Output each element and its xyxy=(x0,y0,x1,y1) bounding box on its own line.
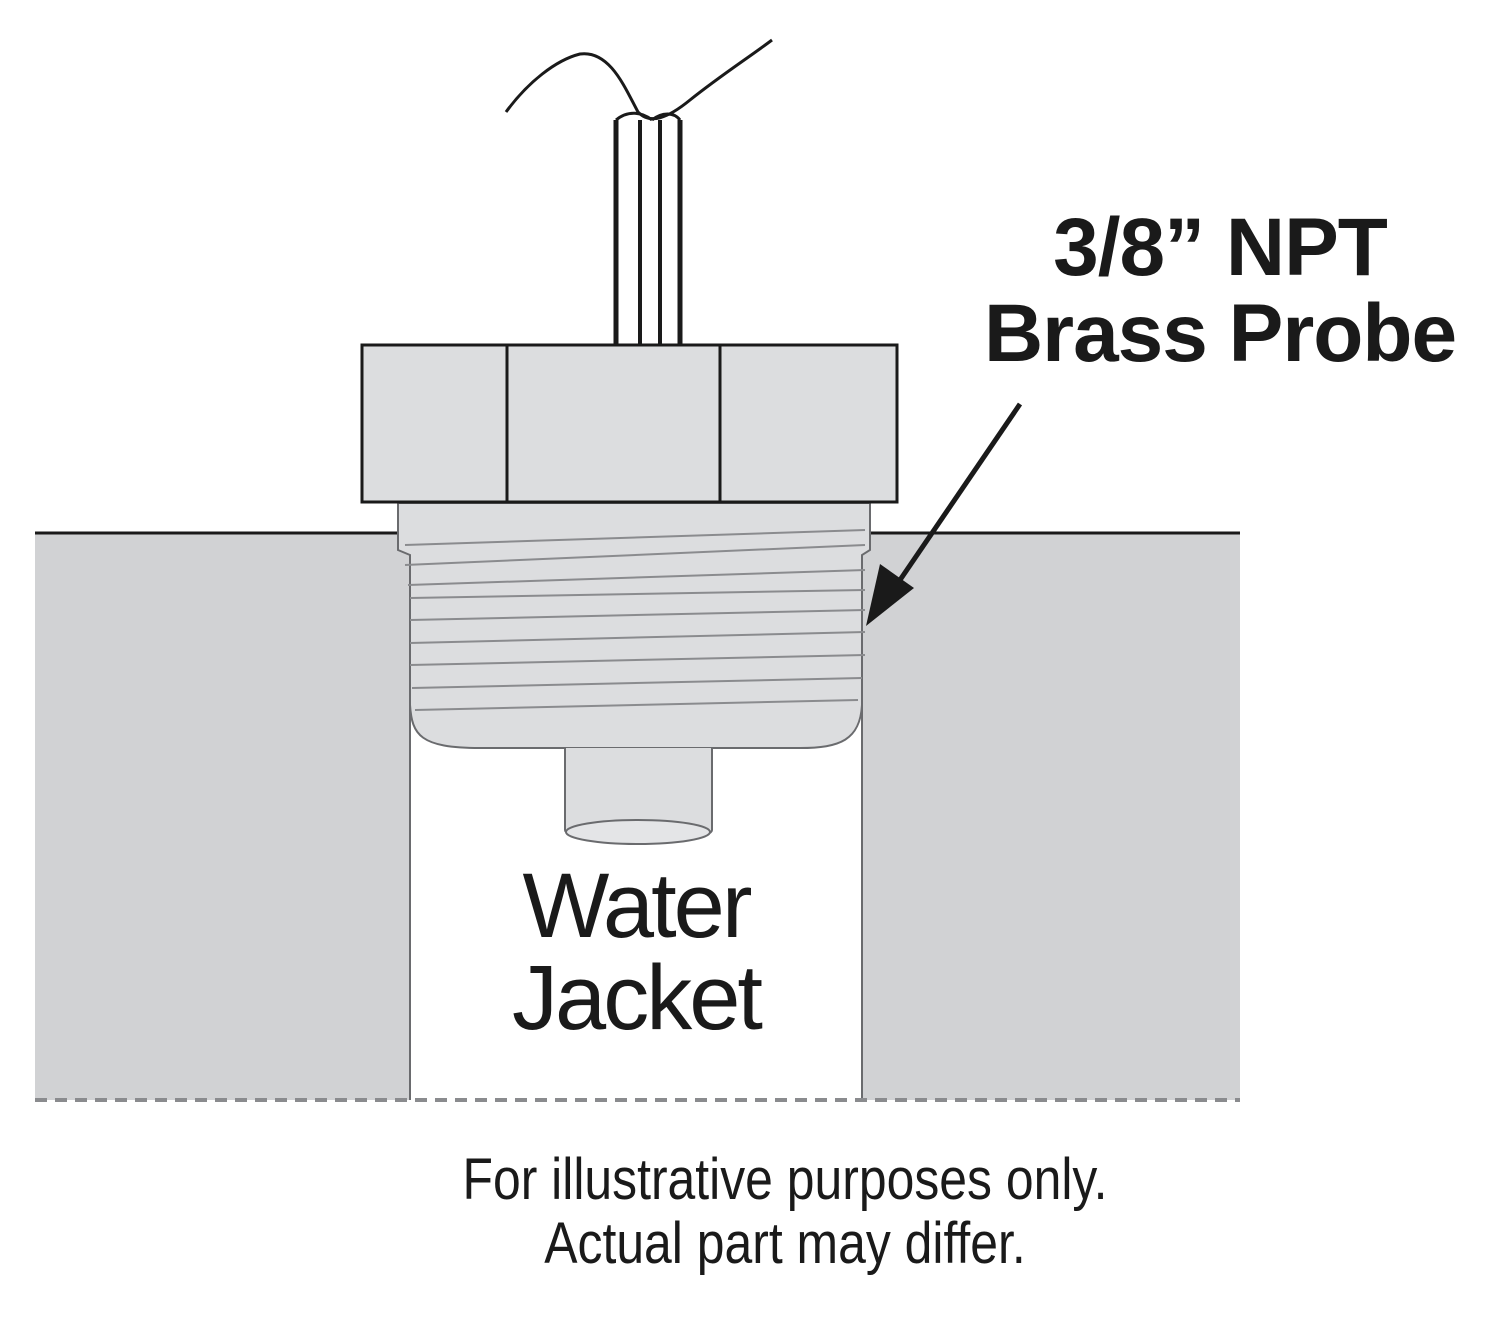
jacket-wall-left xyxy=(35,533,410,1100)
disclaimer-line-2: Actual part may differ. xyxy=(544,1211,1026,1276)
probe-sensor-tip-end xyxy=(565,819,711,845)
callout-arrowhead xyxy=(866,564,914,626)
disclaimer-note: For illustrative purposes only. Actual p… xyxy=(299,1148,1271,1276)
probe-label-line-1: 3/8” NPT xyxy=(1053,202,1388,293)
probe-label-line-2: Brass Probe xyxy=(983,288,1457,379)
probe-callout-label: 3/8” NPT Brass Probe xyxy=(950,205,1490,377)
jacket-label-line-1: Water xyxy=(522,855,753,957)
probe-hex-nut xyxy=(360,343,899,504)
jacket-wall-right xyxy=(862,533,1240,1100)
probe-wires xyxy=(504,38,773,345)
probe-threaded-body xyxy=(397,502,871,749)
probe-thread-lines xyxy=(404,529,866,711)
jacket-label-line-2: Jacket xyxy=(512,947,763,1049)
disclaimer-line-1: For illustrative purposes only. xyxy=(462,1147,1108,1212)
callout-arrow-line xyxy=(897,402,1023,582)
water-jacket-label: Water Jacket xyxy=(410,860,862,1044)
